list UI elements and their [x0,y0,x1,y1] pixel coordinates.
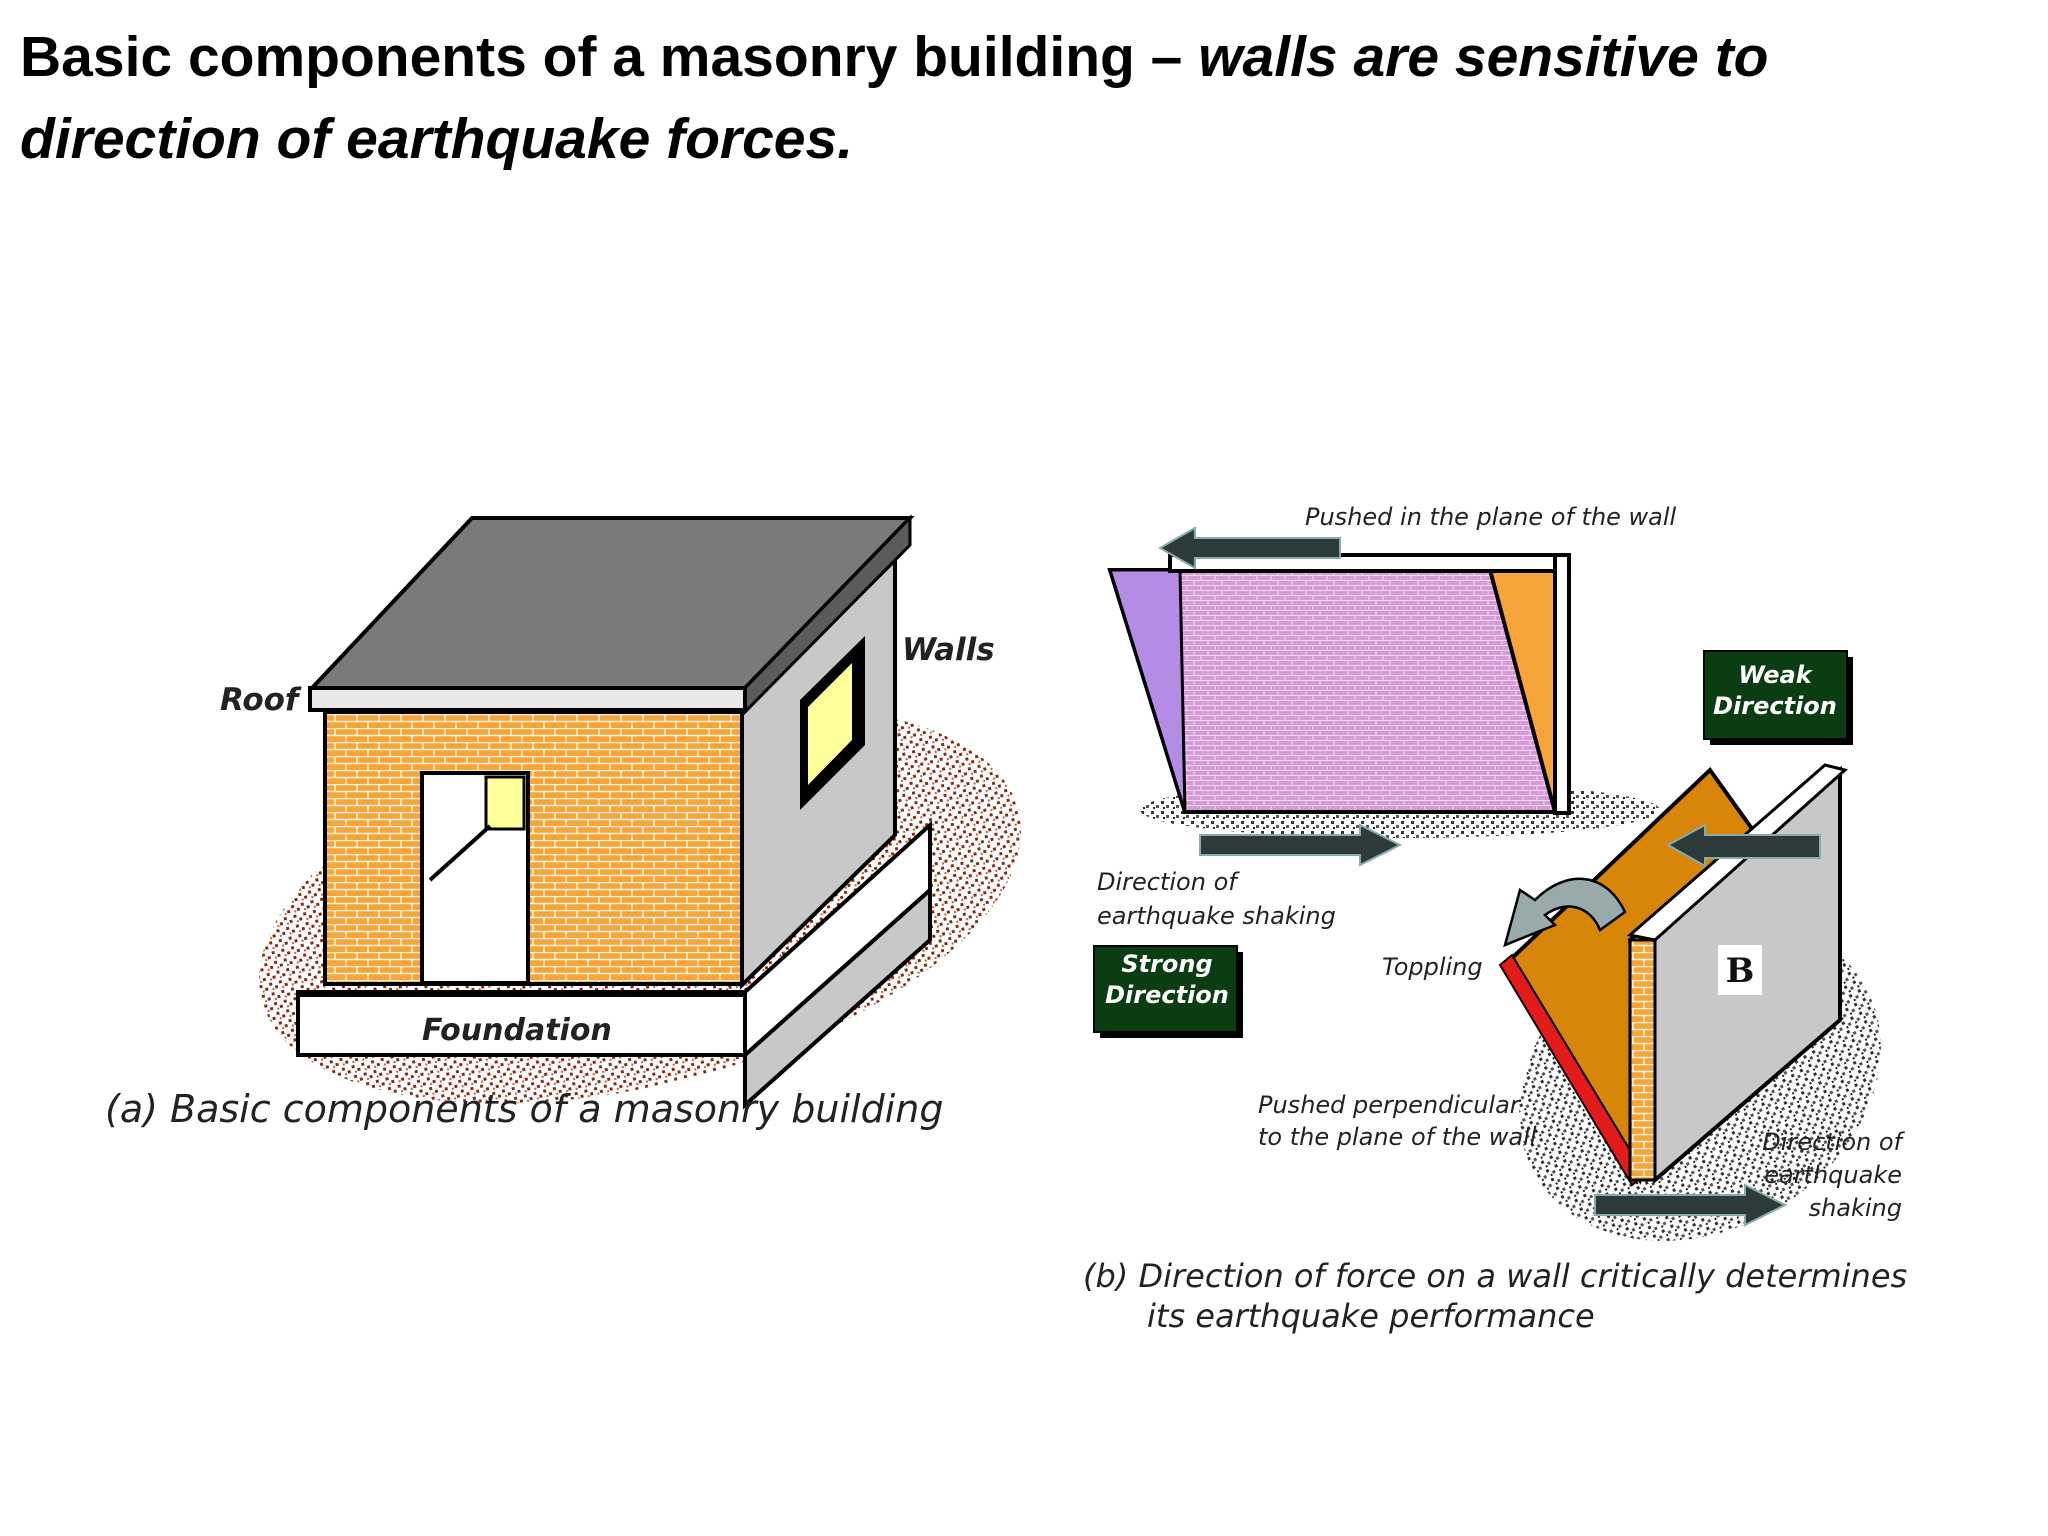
weak-line2: Direction [1713,692,1837,720]
door-light [484,775,526,831]
figure-a-house [259,514,1021,1110]
toppling-arrow[interactable] [1503,877,1627,948]
wall-b-brick-edge [1628,938,1657,1182]
wall-b-letter-box [1718,945,1762,995]
arrow-shake-right[interactable] [1199,823,1403,867]
label-shaking-right-3: shaking [1809,1194,1902,1222]
weak-direction-box: Weak Direction [1703,650,1853,745]
page-title: Basic components of a masonry building –… [20,16,2000,180]
label-shaking-right-1: Direction of [1762,1128,1905,1156]
figure-b-walls [1107,526,1881,1241]
caption-b-2: its earthquake performance [1147,1297,1595,1335]
label-shaking-left-2: earthquake shaking [1097,902,1336,930]
label-walls: Walls [902,632,995,668]
title-italic-1: walls are sensitive to [1198,25,1769,89]
wall-in-plane-edge [1107,568,1187,813]
label-perp-1: Pushed perpendicular [1258,1091,1522,1119]
side-window-glass [808,663,852,785]
label-foundation: Foundation [422,1013,612,1048]
wall-in-plane-right [1553,553,1571,815]
title-plain: Basic components of a masonry building – [20,25,1199,89]
caption-a: (a) Basic components of a masonry buildi… [105,1087,943,1131]
label-toppling: Toppling [1382,953,1483,981]
strong-line2: Direction [1105,981,1229,1009]
label-shaking-right-2: earthquake [1764,1161,1902,1189]
strong-line1: Strong [1121,950,1212,978]
title-italic-2: direction of earthquake forces. [20,107,854,171]
label-wall-b: B [1726,951,1755,991]
strong-direction-box: Strong Direction [1093,945,1243,1038]
foundation-front [296,993,747,1057]
label-perp-2: to the plane of the wall [1258,1123,1537,1151]
arrow-push-left[interactable] [1157,526,1341,570]
weak-line1: Weak [1738,661,1813,689]
label-roof: Roof [220,682,302,718]
label-pushed-in-plane: Pushed in the plane of the wall [1305,503,1677,531]
arrow-weak-left[interactable] [1665,823,1821,868]
arrow-shake-right-2[interactable] [1594,1183,1788,1227]
roof-edge [308,686,747,712]
front-brick-wall [323,710,744,986]
caption-b-1: (b) Direction of force on a wall critica… [1083,1257,1907,1295]
label-shaking-left-1: Direction of [1097,868,1240,896]
